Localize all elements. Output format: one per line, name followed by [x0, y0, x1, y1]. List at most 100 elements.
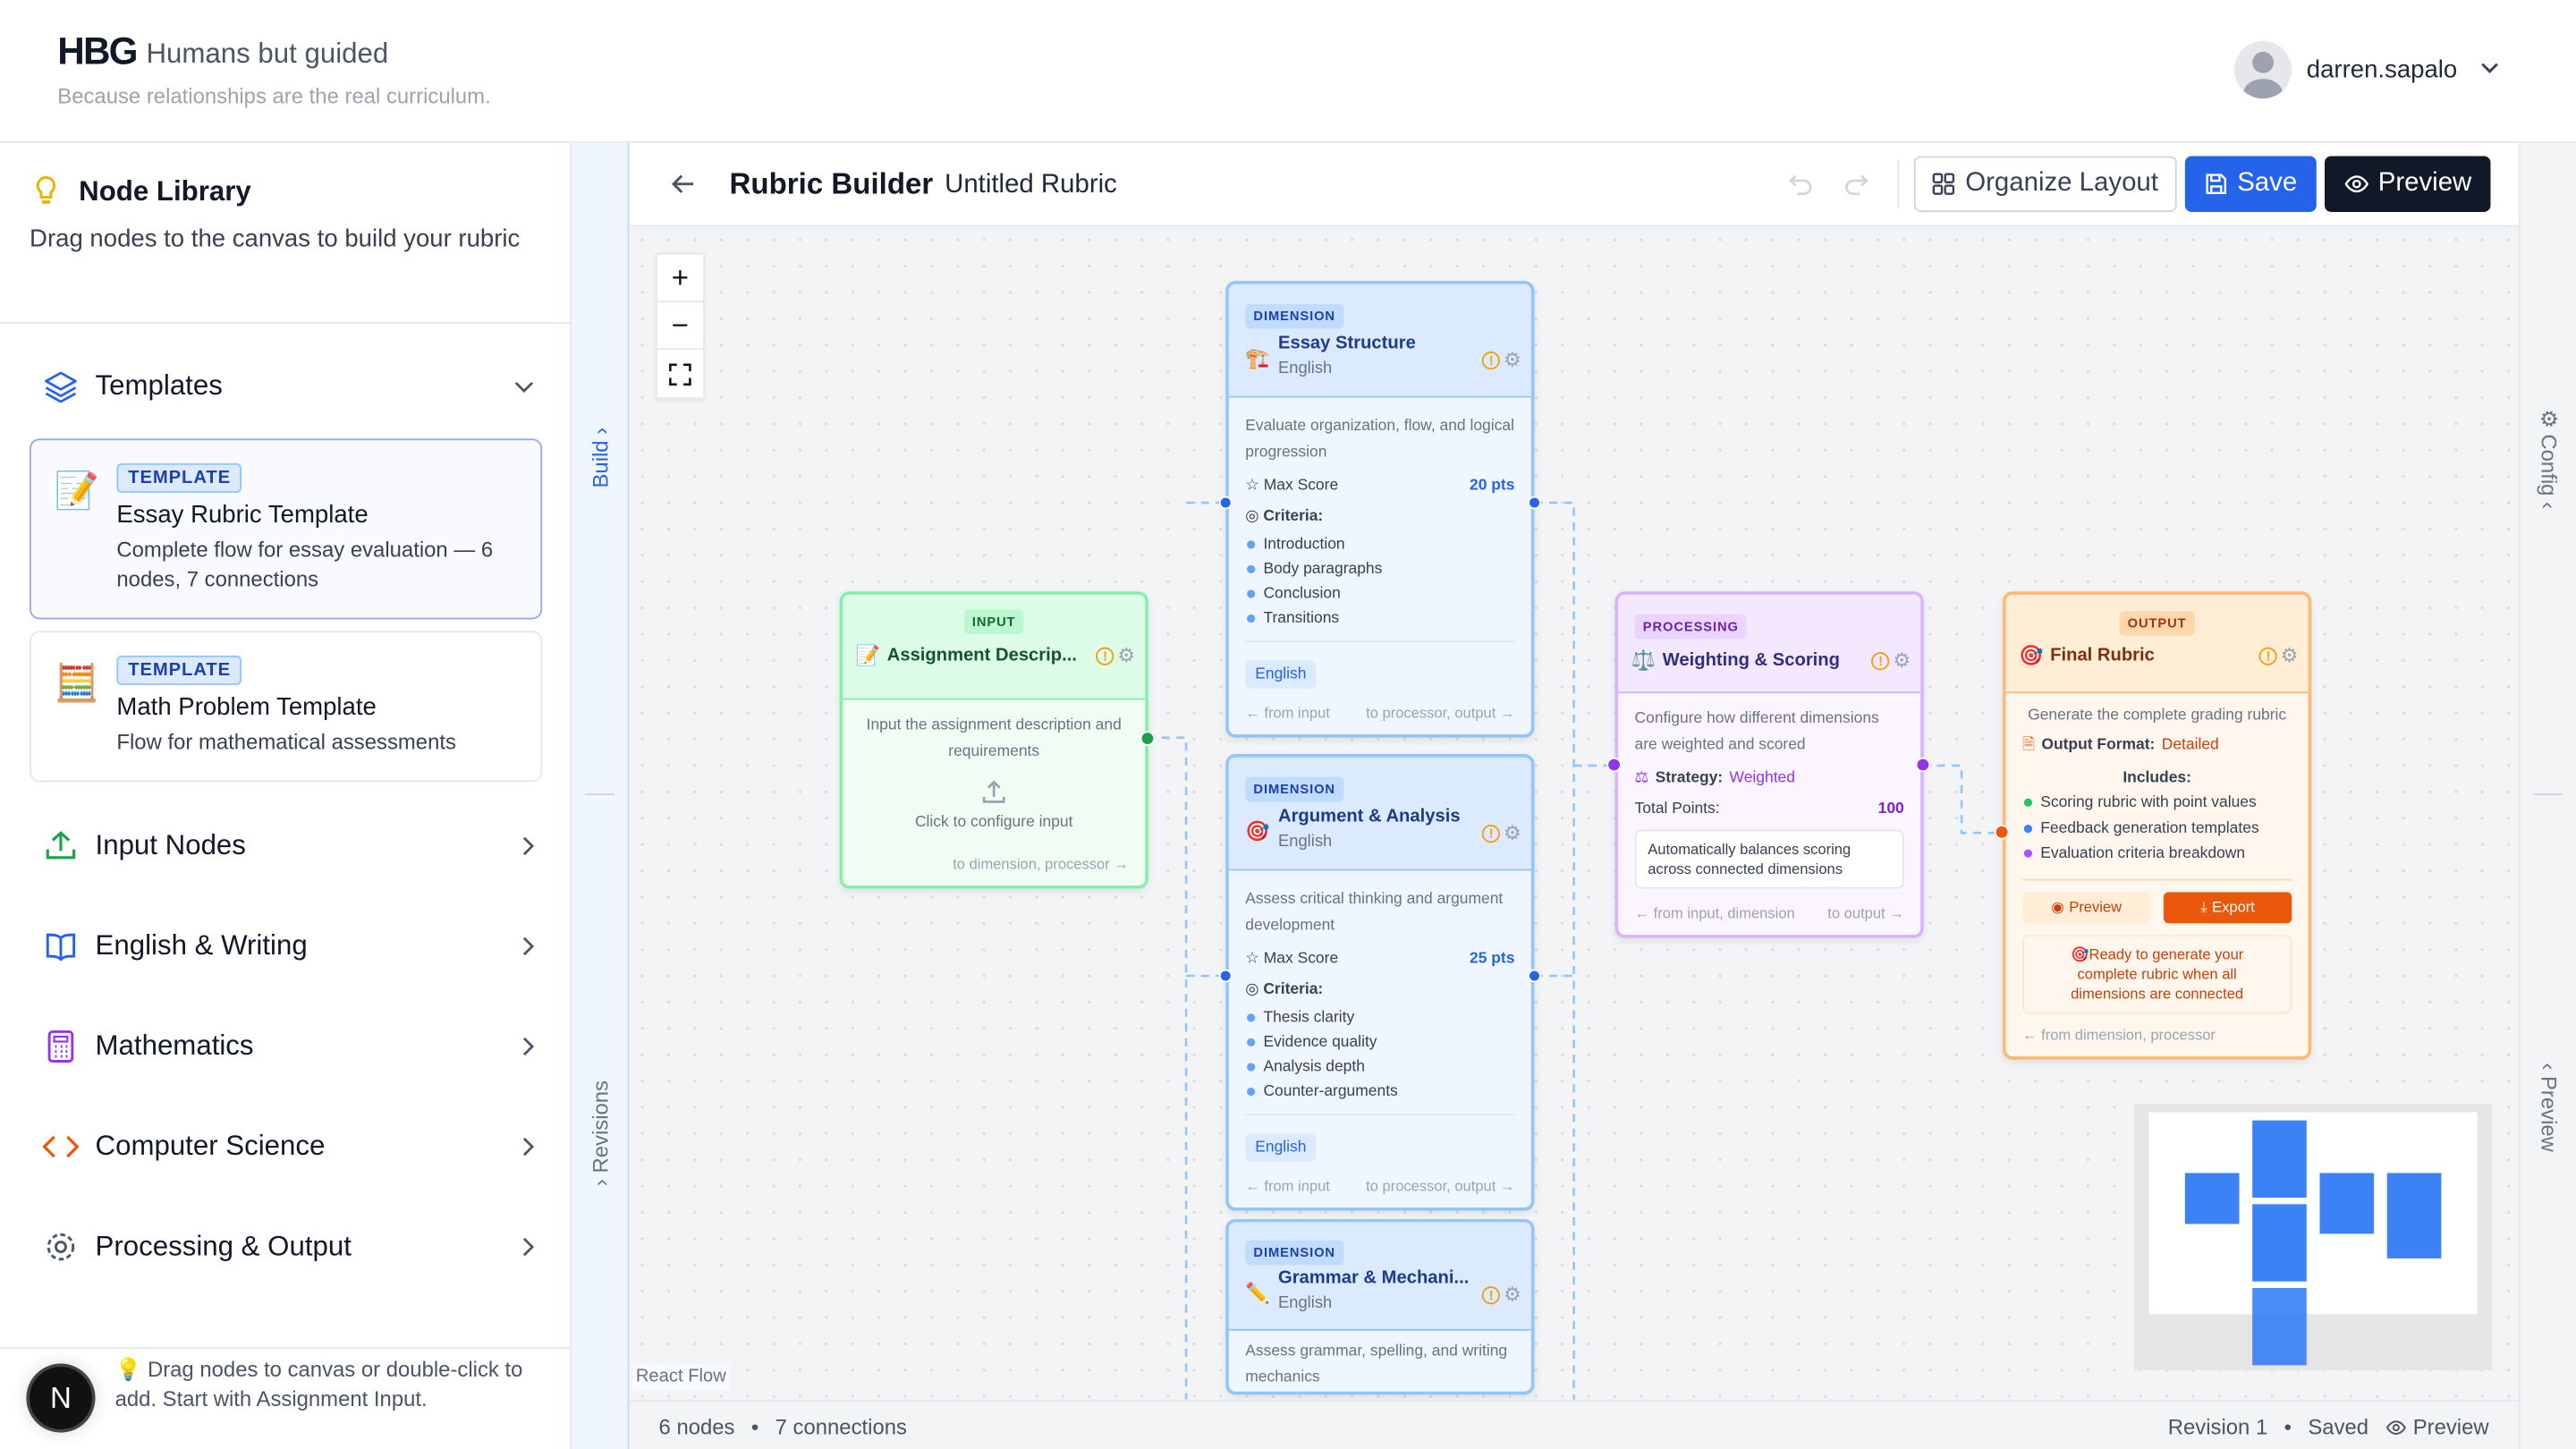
redo-icon[interactable]	[1843, 171, 1869, 197]
gear-icon[interactable]: ⚙	[2280, 643, 2299, 666]
max-score-value: 25 pts	[1470, 949, 1515, 968]
crane-icon: 🏗️	[1245, 346, 1270, 370]
flow-canvas[interactable]: + − React Flow INPUT 📝 Assignment Descri…	[629, 226, 2519, 1400]
target-handle[interactable]	[1218, 496, 1233, 510]
preview-button[interactable]: Preview	[2324, 156, 2491, 212]
output-node[interactable]: OUTPUT 🎯 Final Rubric !⚙ Generate the co…	[2002, 591, 2312, 1059]
processing-node[interactable]: PROCESSING ⚖️ Weighting & Scoring !⚙ Con…	[1614, 591, 1924, 938]
edge-processing-output	[1921, 764, 2002, 835]
fit-view-button[interactable]	[657, 350, 703, 397]
dev-tools-badge[interactable]: N	[26, 1363, 96, 1433]
criteria-item: Analysis depth	[1245, 1055, 1514, 1080]
category-mathematics[interactable]: Mathematics	[43, 1025, 536, 1068]
layers-icon	[45, 371, 77, 402]
document-icon: 🗎	[2022, 735, 2036, 755]
category-processing-output[interactable]: Processing & Output	[43, 1225, 536, 1268]
template-badge: TEMPLATE	[116, 655, 242, 685]
processing-source-handle[interactable]	[1915, 757, 1931, 773]
preview-tab[interactable]: ‹ Preview	[2536, 1063, 2562, 1152]
source-handle[interactable]	[1528, 969, 1541, 983]
category-computer-science[interactable]: Computer Science	[42, 1125, 536, 1168]
gear-icon[interactable]: ⚙	[1117, 643, 1136, 666]
footer-out: to output →	[1827, 905, 1904, 922]
revisions-tab[interactable]: › Revisions	[588, 1080, 614, 1187]
memo-icon: 📝	[855, 643, 881, 667]
node-title: Grammar & Mechani...	[1277, 1267, 1470, 1288]
node-title: Assignment Descrip...	[886, 645, 1077, 665]
category-label: Computer Science	[95, 1130, 326, 1162]
undo-icon[interactable]	[1787, 171, 1813, 197]
warning-icon[interactable]: !	[2258, 646, 2278, 665]
minimap-node	[2184, 1173, 2240, 1224]
build-tab[interactable]: Build ›	[588, 427, 614, 488]
category-input-nodes[interactable]: Input Nodes	[43, 825, 536, 868]
ready-message: 🎯Ready to generate your complete rubric …	[2022, 934, 2292, 1013]
source-handle[interactable]	[1528, 496, 1541, 510]
subject-tag: English	[1245, 660, 1317, 689]
target-handle[interactable]	[1218, 969, 1233, 983]
eye-icon: ◉	[2051, 897, 2064, 915]
sidebar-tip: N 💡 Drag nodes to canvas or double-click…	[0, 1347, 572, 1449]
dimension-node-argument-analysis[interactable]: DIMENSION 🎯 Argument & Analysis English …	[1225, 754, 1535, 1211]
processing-target-handle[interactable]	[1606, 757, 1622, 773]
input-source-handle[interactable]	[1140, 731, 1156, 746]
configure-input-link[interactable]: Click to configure input	[914, 813, 1073, 832]
node-subject: English	[1277, 833, 1333, 852]
brand-name: Humans but guided	[146, 38, 389, 70]
dimension-node-essay-structure[interactable]: DIMENSION 🏗️ Essay Structure English !⚙ …	[1225, 281, 1535, 738]
template-title: Math Problem Template	[116, 693, 377, 722]
max-score-label: Max Score	[1263, 949, 1339, 968]
preview-label: Preview	[2377, 169, 2472, 198]
config-tab[interactable]: ⚙ Config ‹	[2536, 409, 2562, 510]
warning-icon[interactable]: !	[1482, 352, 1501, 370]
tip-text: 💡 Drag nodes to canvas or double-click t…	[115, 1355, 563, 1414]
save-button[interactable]: Save	[2184, 156, 2317, 212]
zoom-out-button[interactable]: −	[657, 302, 704, 351]
output-target-handle[interactable]	[1994, 825, 2010, 840]
node-footer: to dimension, processor →	[953, 855, 1129, 873]
user-name[interactable]: darren.sapalo	[2306, 55, 2458, 84]
template-card-math[interactable]: 🧮 TEMPLATE Math Problem Template Flow fo…	[30, 631, 543, 783]
preview-label: Preview	[2069, 898, 2123, 916]
revision-label: Revision 1	[2167, 1414, 2268, 1439]
user-avatar-icon[interactable]	[2233, 40, 2292, 99]
gear-icon[interactable]: ⚙	[1504, 1283, 1521, 1307]
chevron-down-icon[interactable]	[2479, 59, 2501, 75]
output-preview-button[interactable]: ◉ Preview	[2022, 891, 2151, 923]
includes-list: Scoring rubric with point values Feedbac…	[2022, 790, 2292, 866]
gear-icon[interactable]: ⚙	[1893, 648, 1911, 672]
gear-icon[interactable]: ⚙	[1504, 821, 1521, 845]
templates-section-toggle[interactable]: Templates	[43, 365, 536, 408]
rubric-name[interactable]: Untitled Rubric	[945, 171, 1117, 199]
gear-icon[interactable]: ⚙	[1504, 348, 1521, 372]
total-points-value: 100	[1877, 800, 1904, 818]
organize-layout-button[interactable]: Organize Layout	[1913, 156, 2177, 212]
category-english-writing[interactable]: English & Writing	[43, 925, 536, 968]
target-icon: 🎯	[2019, 643, 2044, 667]
warning-icon[interactable]: !	[1096, 646, 1114, 665]
dimension-node-grammar-mechanics[interactable]: DIMENSION ✏️ Grammar & Mechani... Englis…	[1225, 1218, 1535, 1395]
criteria-item: Transitions	[1245, 606, 1514, 631]
abacus-icon: 🧮	[54, 662, 99, 704]
minimap[interactable]	[2133, 1104, 2493, 1370]
edge-input-dimensions	[1147, 501, 1226, 1400]
node-type-badge: INPUT	[963, 609, 1024, 634]
zoom-in-button[interactable]: +	[657, 255, 704, 302]
export-button[interactable]: ⤓Export	[2163, 891, 2292, 923]
status-preview-link[interactable]: Preview	[2385, 1414, 2489, 1439]
footer-in: ← from dimension, processor	[2022, 1026, 2216, 1043]
react-flow-attribution[interactable]: React Flow	[632, 1363, 730, 1390]
warning-icon[interactable]: !	[1482, 825, 1501, 843]
warning-icon[interactable]: !	[1871, 651, 1890, 670]
warning-icon[interactable]: !	[1482, 1286, 1501, 1305]
chevron-right-icon	[522, 1137, 535, 1157]
node-description: Configure how different dimensions are w…	[1634, 709, 1879, 755]
build-label: Build	[588, 440, 614, 488]
tip-message: Drag nodes to canvas or double-click to …	[114, 1357, 523, 1411]
template-card-essay[interactable]: 📝 TEMPLATE Essay Rubric Template Complet…	[30, 438, 543, 620]
criteria-list: Thesis clarity Evidence quality Analysis…	[1245, 1005, 1514, 1104]
footer-out: to processor, output →	[1366, 704, 1515, 722]
input-node[interactable]: INPUT 📝 Assignment Descrip... !⚙ Input t…	[839, 591, 1148, 889]
divider	[0, 321, 572, 324]
back-arrow-icon[interactable]	[670, 171, 696, 197]
